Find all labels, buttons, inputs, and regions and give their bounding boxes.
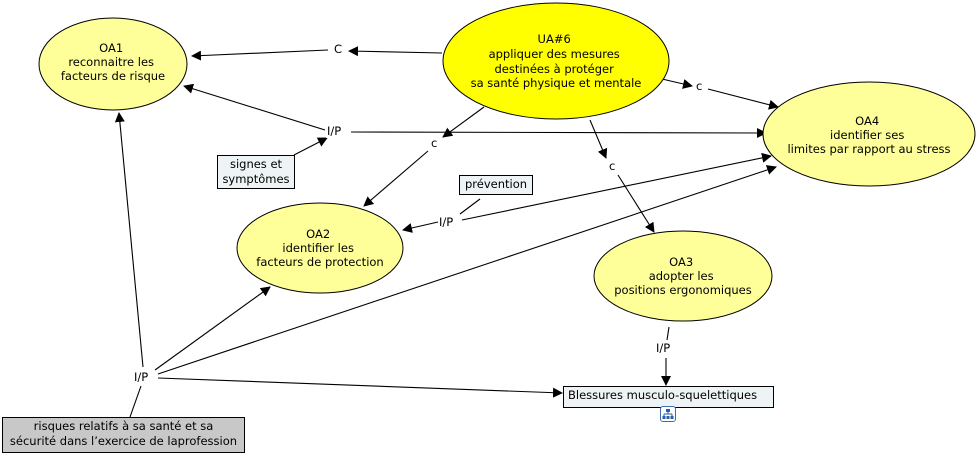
concept-oa4[interactable]: OA4 identifier ses limites par rapport a… <box>762 81 976 187</box>
link-ua6-to-c4 <box>589 119 608 159</box>
oa2-line-2: facteurs de protection <box>256 255 383 269</box>
ua6-title: UA#6 <box>538 32 571 46</box>
concept-blessures[interactable]: Blessures musculo-squelettiques <box>563 386 774 408</box>
link-label-c-oa2[interactable]: c <box>430 136 439 150</box>
link-c2-to-oa4 <box>707 88 779 110</box>
link-prevention-to-ip <box>459 198 481 215</box>
link-ip2-to-oa4 <box>461 152 772 221</box>
concept-oa1[interactable]: OA1 reconnaitre les facteurs de risque <box>38 17 188 111</box>
ua6-line-3: sa santé physique et mentale <box>471 76 642 90</box>
concept-oa3[interactable]: OA3 adopter les positions ergonomiques <box>593 230 773 322</box>
ua6-line-2: destinées à protéger <box>494 62 614 76</box>
link-ua6-to-c <box>348 46 443 57</box>
link-ip-to-oa1-long <box>114 112 144 368</box>
svg-text:OA3 adopter les po: OA3 adopter les positions ergonomiques <box>614 255 752 297</box>
link-label-c-oa4[interactable]: c <box>695 79 704 93</box>
prevention-line: prévention <box>464 177 528 191</box>
link-c-to-oa1 <box>191 49 329 61</box>
link-c3-to-oa2 <box>363 150 429 207</box>
link-label-c-oa1[interactable]: C <box>333 42 344 56</box>
link-ip-to-oa4 <box>350 127 767 138</box>
link-risques-to-ip <box>129 385 142 418</box>
link-ip-to-oa1 <box>183 83 326 131</box>
oa2-title: OA2 <box>306 227 330 241</box>
oa1-line-2: facteurs de risque <box>61 69 165 83</box>
oa4-line-1: identifier ses <box>830 128 904 142</box>
oa3-title: OA3 <box>669 255 693 269</box>
oa4-line-2: limites par rapport au stress <box>787 142 950 156</box>
risques-line-2: sécurité dans l’exercice de laprofession <box>9 434 238 448</box>
link-ua6-to-c3 <box>442 106 485 138</box>
link-label-ip-oa3[interactable]: I/P <box>655 341 672 355</box>
link-ip-to-oa2 <box>402 221 439 233</box>
oa1-line-1: reconnaitre les <box>68 55 154 69</box>
link-ua6-to-c2 <box>661 78 693 89</box>
link-ip-to-blessures-long <box>157 377 563 398</box>
oa1-title: OA1 <box>99 41 123 55</box>
oa2-line-1: identifier les <box>282 241 354 255</box>
svg-text:OA2 identifier les: OA2 identifier les facteurs de protectio… <box>256 227 383 269</box>
link-ip-to-oa2-long <box>154 286 271 371</box>
link-label-ip-prevention[interactable]: I/P <box>438 215 455 229</box>
oa4-title: OA4 <box>855 114 879 128</box>
signes-line-2: symptômes <box>222 172 290 186</box>
link-ip-to-oa4-long <box>157 165 777 375</box>
link-label-c-oa3[interactable]: c <box>608 159 617 173</box>
svg-text:OA1 reconnaitre les: OA1 reconnaitre les facteurs de risque <box>61 41 165 83</box>
submap-icon[interactable] <box>660 406 676 422</box>
blessures-line: Blessures musculo-squelettiques <box>568 388 758 402</box>
link-c4-to-oa3 <box>617 174 655 233</box>
concept-risques[interactable]: risques relatifs à sa santé et sa sécuri… <box>2 417 245 453</box>
concept-ua6[interactable]: UA#6 appliquer des mesures destinées à p… <box>442 2 670 120</box>
concept-prevention[interactable]: prévention <box>459 175 533 195</box>
svg-text:OA4 identifier ses: OA4 identifier ses limites par rapport a… <box>787 114 950 156</box>
concept-signes-symptomes[interactable]: signes et symptômes <box>217 155 295 189</box>
link-label-ip-risques[interactable]: I/P <box>133 370 150 384</box>
oa3-line-1: adopter les <box>649 269 714 283</box>
svg-text:UA#6 appliquer des mesur: UA#6 appliquer des mesures destinées à p… <box>471 32 642 90</box>
concept-oa2[interactable]: OA2 identifier les facteurs de protectio… <box>236 202 404 294</box>
link-label-ip-signes[interactable]: I/P <box>326 124 343 138</box>
link-oa3-to-ip <box>666 326 670 341</box>
ua6-line-1: appliquer des mesures <box>489 47 620 61</box>
signes-line-1: signes et <box>229 157 283 171</box>
risques-line-1: risques relatifs à sa santé et sa <box>33 419 214 433</box>
oa3-line-2: positions ergonomiques <box>614 283 752 297</box>
link-signes-to-ip <box>293 137 328 156</box>
